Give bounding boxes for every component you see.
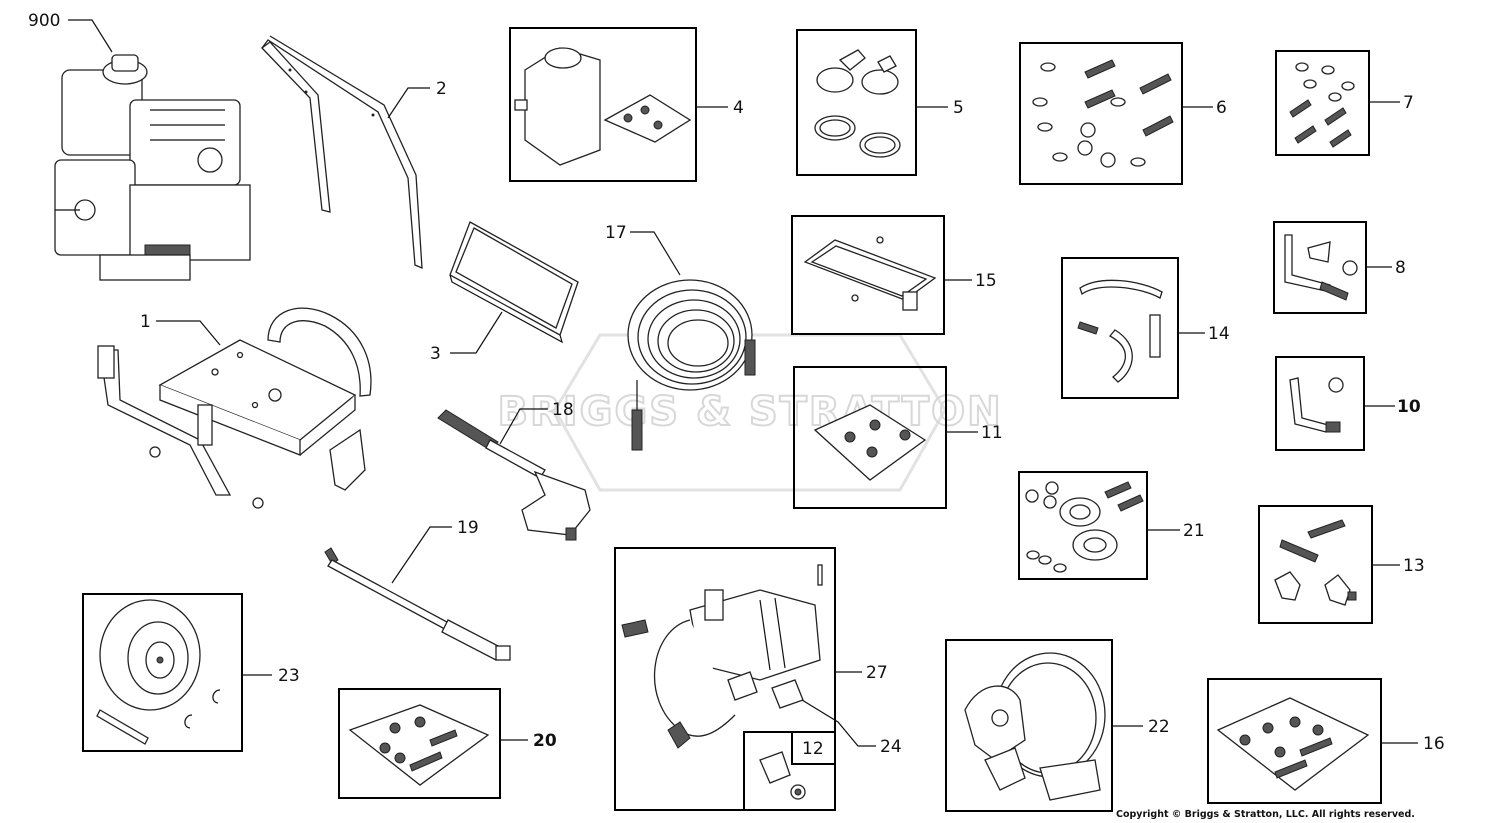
callout-8: 8 — [1366, 258, 1406, 278]
svg-text:12: 12 — [802, 739, 824, 759]
part-16-bag — [1216, 697, 1370, 791]
box-4[interactable] — [509, 27, 697, 182]
part-12-fittings — [759, 751, 806, 800]
part-20-bag — [348, 704, 490, 786]
svg-text:17: 17 — [605, 223, 627, 243]
part-3-panel[interactable] — [449, 221, 579, 344]
box-11[interactable] — [793, 366, 947, 509]
callout-23: 23 — [242, 666, 300, 686]
svg-text:6: 6 — [1216, 98, 1227, 118]
callout-1: 1 — [140, 312, 221, 346]
callout-15: 15 — [944, 271, 997, 291]
svg-text:14: 14 — [1208, 324, 1230, 344]
box-15[interactable] — [791, 215, 945, 335]
callout-11: 11 — [946, 423, 1003, 443]
callout-3: 3 — [430, 311, 503, 364]
svg-text:21: 21 — [1183, 521, 1205, 541]
callout-16: 16 — [1381, 734, 1445, 754]
box-13[interactable] — [1258, 505, 1373, 624]
part-900-engine[interactable] — [54, 54, 251, 281]
box-10[interactable] — [1275, 356, 1365, 451]
box-21[interactable] — [1018, 471, 1148, 580]
watermark-text: BRIGGS & STRATTON — [497, 389, 1002, 435]
box-12[interactable] — [791, 731, 836, 765]
callout-22: 22 — [1112, 717, 1170, 737]
part-11-bag — [813, 404, 927, 481]
part-18-gun[interactable] — [437, 409, 591, 541]
callout-27: 27 — [835, 663, 888, 683]
part-10-elbow — [1289, 377, 1344, 433]
svg-text:4: 4 — [733, 98, 744, 118]
svg-text:13: 13 — [1403, 556, 1425, 576]
callout-900: 900 — [28, 11, 113, 53]
svg-text:5: 5 — [953, 98, 964, 118]
box-20[interactable] — [338, 688, 501, 799]
svg-text:16: 16 — [1423, 734, 1445, 754]
callout-13: 13 — [1372, 556, 1425, 576]
part-2-handle[interactable] — [261, 35, 423, 270]
callout-17: 17 — [605, 223, 681, 276]
callout-6: 6 — [1182, 98, 1227, 118]
callout-18: 18 — [499, 400, 574, 445]
callout-14: 14 — [1178, 324, 1230, 344]
part-19-wand[interactable] — [324, 547, 511, 661]
svg-text:1: 1 — [140, 312, 151, 332]
callout-24: 24 — [801, 699, 902, 757]
inset-12 — [743, 731, 836, 811]
svg-text:23: 23 — [278, 666, 300, 686]
svg-text:19: 19 — [457, 518, 479, 538]
callout-7: 7 — [1369, 93, 1414, 113]
callout-4: 4 — [696, 98, 744, 118]
callout-19: 19 — [391, 518, 479, 584]
box-14[interactable] — [1061, 257, 1179, 399]
box-5[interactable] — [796, 29, 917, 176]
svg-text:18: 18 — [552, 400, 574, 420]
svg-text:2: 2 — [436, 79, 447, 99]
svg-text:24: 24 — [880, 737, 902, 757]
watermark: BRIGGS & STRATTON — [496, 333, 1002, 492]
part-6-hardware — [1032, 59, 1174, 168]
callout-10: 10 — [1364, 397, 1421, 417]
box-6[interactable] — [1019, 42, 1183, 185]
part-21-seals — [1025, 481, 1144, 573]
svg-text:10: 10 — [1397, 397, 1421, 417]
callout-5: 5 — [916, 98, 964, 118]
callout-12: 12 — [802, 739, 824, 759]
part-7-screws — [1289, 62, 1355, 148]
part-13-knobs — [1274, 519, 1357, 606]
part-22-reel — [964, 652, 1106, 801]
part-15-bracket — [803, 236, 937, 311]
svg-text:20: 20 — [533, 731, 557, 751]
svg-text:3: 3 — [430, 344, 441, 364]
box-7[interactable] — [1275, 50, 1370, 156]
svg-text:22: 22 — [1148, 717, 1170, 737]
svg-text:11: 11 — [981, 423, 1003, 443]
box-23[interactable] — [82, 593, 243, 752]
svg-text:7: 7 — [1403, 93, 1414, 113]
callout-20: 20 — [500, 731, 557, 751]
part-23-wheel — [96, 599, 221, 745]
part-5-caps — [814, 49, 901, 158]
box-27[interactable] — [614, 547, 836, 811]
part-17-hose[interactable] — [627, 279, 756, 451]
part-27-pump — [621, 564, 823, 749]
svg-text:27: 27 — [866, 663, 888, 683]
callout-2: 2 — [387, 79, 447, 119]
part-8-fitting — [1284, 234, 1358, 301]
part-4-tank — [514, 47, 692, 166]
box-16[interactable] — [1207, 678, 1382, 804]
part-1-frame[interactable] — [97, 307, 372, 509]
copyright-text: Copyright © Briggs & Stratton, LLC. All … — [1116, 809, 1415, 820]
part-14-tubing — [1077, 279, 1163, 383]
svg-text:8: 8 — [1395, 258, 1406, 278]
svg-text:15: 15 — [975, 271, 997, 291]
svg-text:900: 900 — [28, 11, 60, 31]
callout-21: 21 — [1147, 521, 1205, 541]
